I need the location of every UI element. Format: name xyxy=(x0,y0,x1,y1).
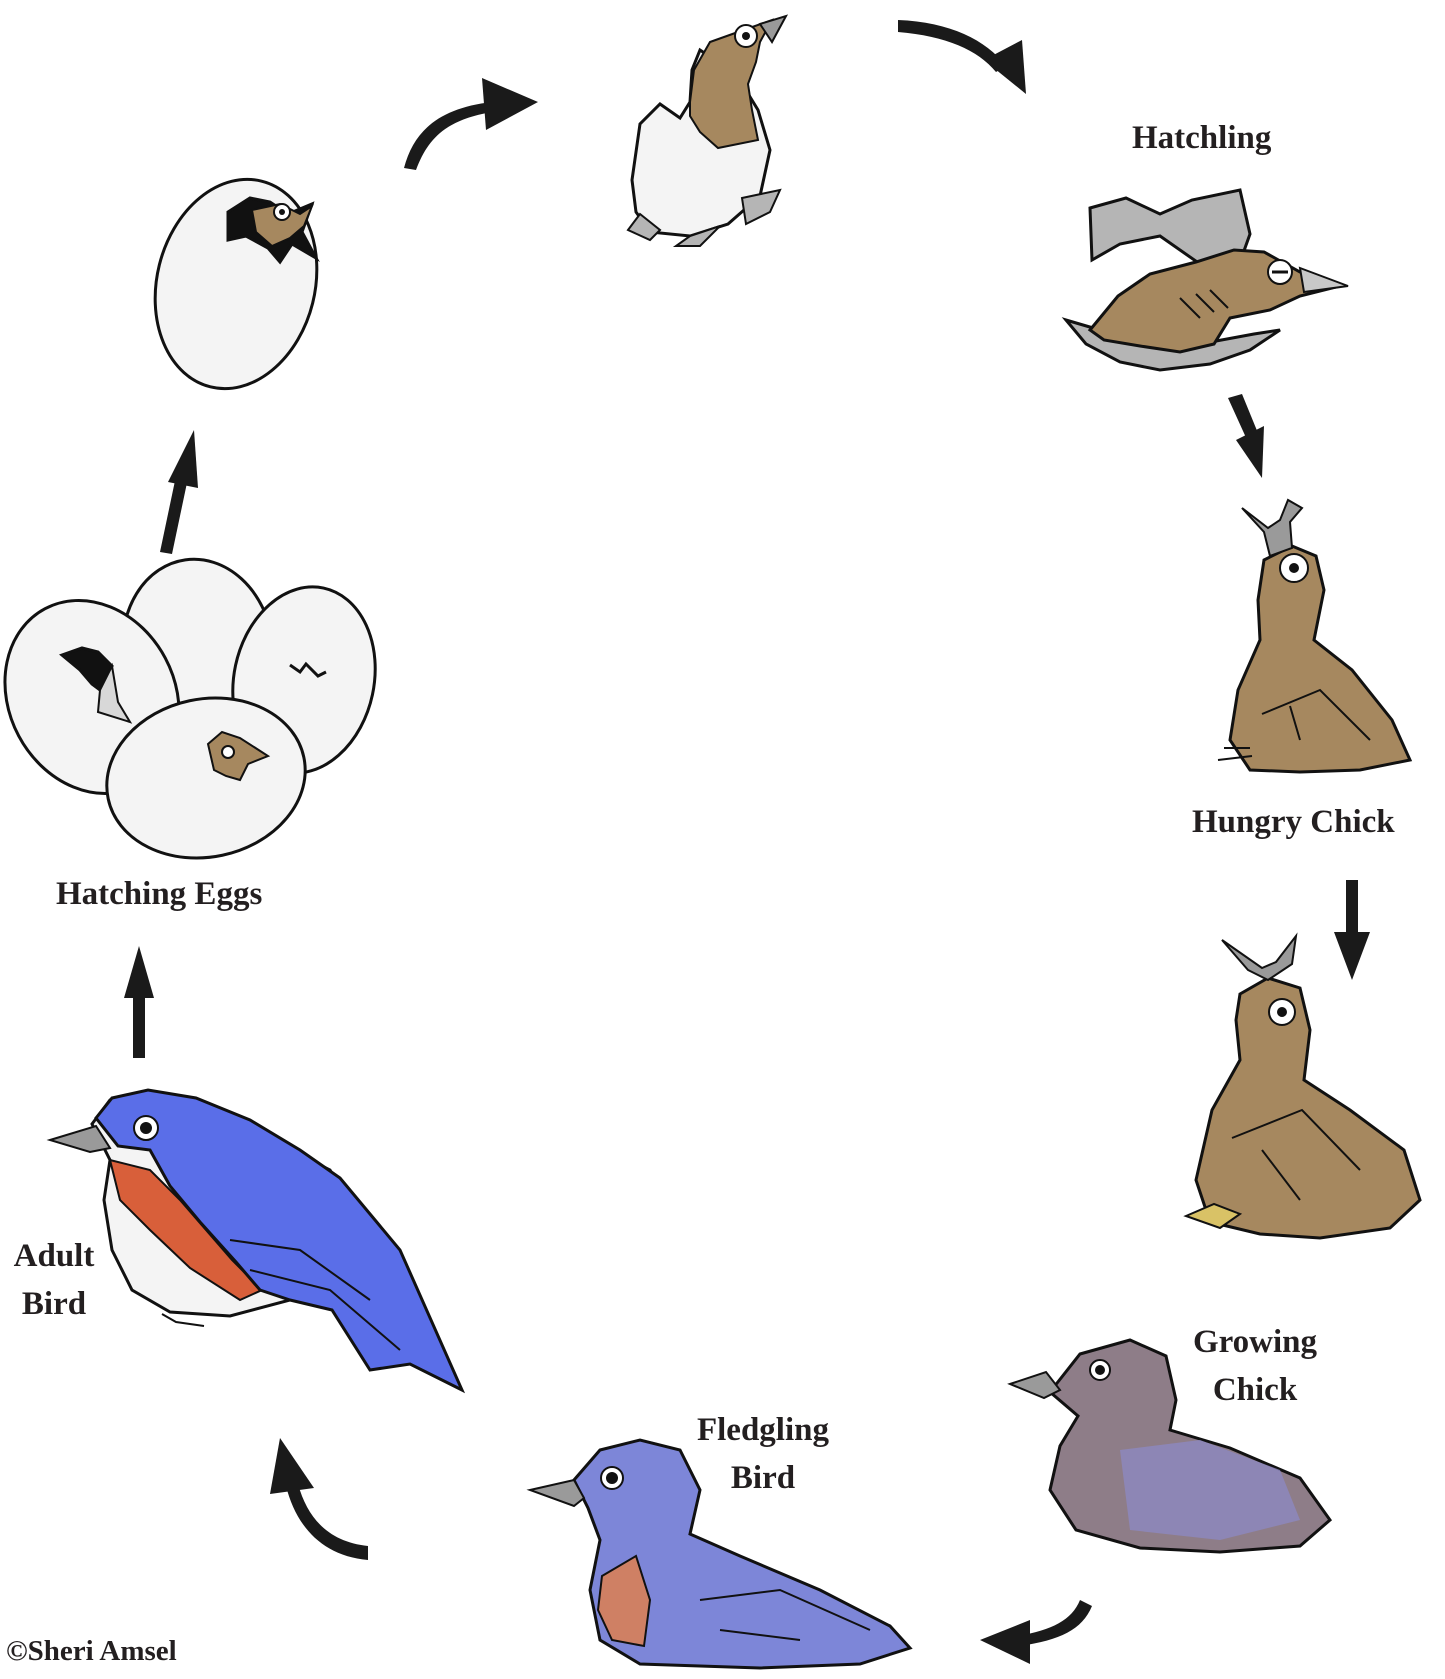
label-growing-line2: Chick xyxy=(1180,1366,1330,1414)
breaking-chick-beak xyxy=(760,16,786,42)
fledgling-beak xyxy=(530,1480,584,1506)
hungry-chick-body xyxy=(1230,546,1410,772)
label-adult-line2: Bird xyxy=(6,1280,102,1328)
arrow-growing-to-fledgling xyxy=(980,1600,1092,1664)
copyright-credit: ©Sheri Amsel xyxy=(6,1634,177,1668)
peeking-chick-eye xyxy=(222,746,234,758)
arrow-eggs-to-cracking xyxy=(160,430,198,554)
label-hungry-chick: Hungry Chick xyxy=(1192,798,1395,846)
breaking-out-illustration xyxy=(628,16,786,246)
fluffy-chick-illustration xyxy=(1186,936,1420,1238)
arrow-breaking-to-hatchling xyxy=(898,20,1026,94)
arrow-fledgling-to-adult xyxy=(270,1438,368,1560)
label-fledgling-bird: Fledgling Bird xyxy=(688,1406,838,1502)
label-adult-line1: Adult xyxy=(6,1232,102,1280)
label-growing-line1: Growing xyxy=(1180,1318,1330,1366)
arrow-cracking-to-breaking xyxy=(404,78,538,170)
arrow-hatchling-to-hungry xyxy=(1228,394,1264,478)
label-growing-chick: Growing Chick xyxy=(1180,1318,1330,1414)
hatchling-body xyxy=(1090,250,1340,352)
hatchling-beak xyxy=(1300,268,1348,292)
fluffy-chick-open-beak xyxy=(1222,936,1296,980)
adult-bird-illustration xyxy=(50,1090,462,1390)
label-hatchling: Hatchling xyxy=(1132,114,1271,162)
label-fledgling-line2: Bird xyxy=(688,1454,838,1502)
hatching-eggs-illustration xyxy=(0,549,392,876)
arrow-hungry-to-fluffy xyxy=(1334,880,1370,980)
cracking-egg-illustration xyxy=(134,162,339,406)
label-hatching-eggs: Hatching Eggs xyxy=(56,870,262,918)
growing-chick-beak xyxy=(1010,1372,1060,1398)
hatchling-illustration xyxy=(1066,190,1348,370)
arrow-adult-to-eggs xyxy=(124,946,154,1058)
hungry-chick-illustration xyxy=(1218,500,1410,772)
label-fledgling-line1: Fledgling xyxy=(688,1406,838,1454)
fluffy-chick-body xyxy=(1196,978,1420,1238)
label-adult-bird: Adult Bird xyxy=(6,1232,102,1328)
